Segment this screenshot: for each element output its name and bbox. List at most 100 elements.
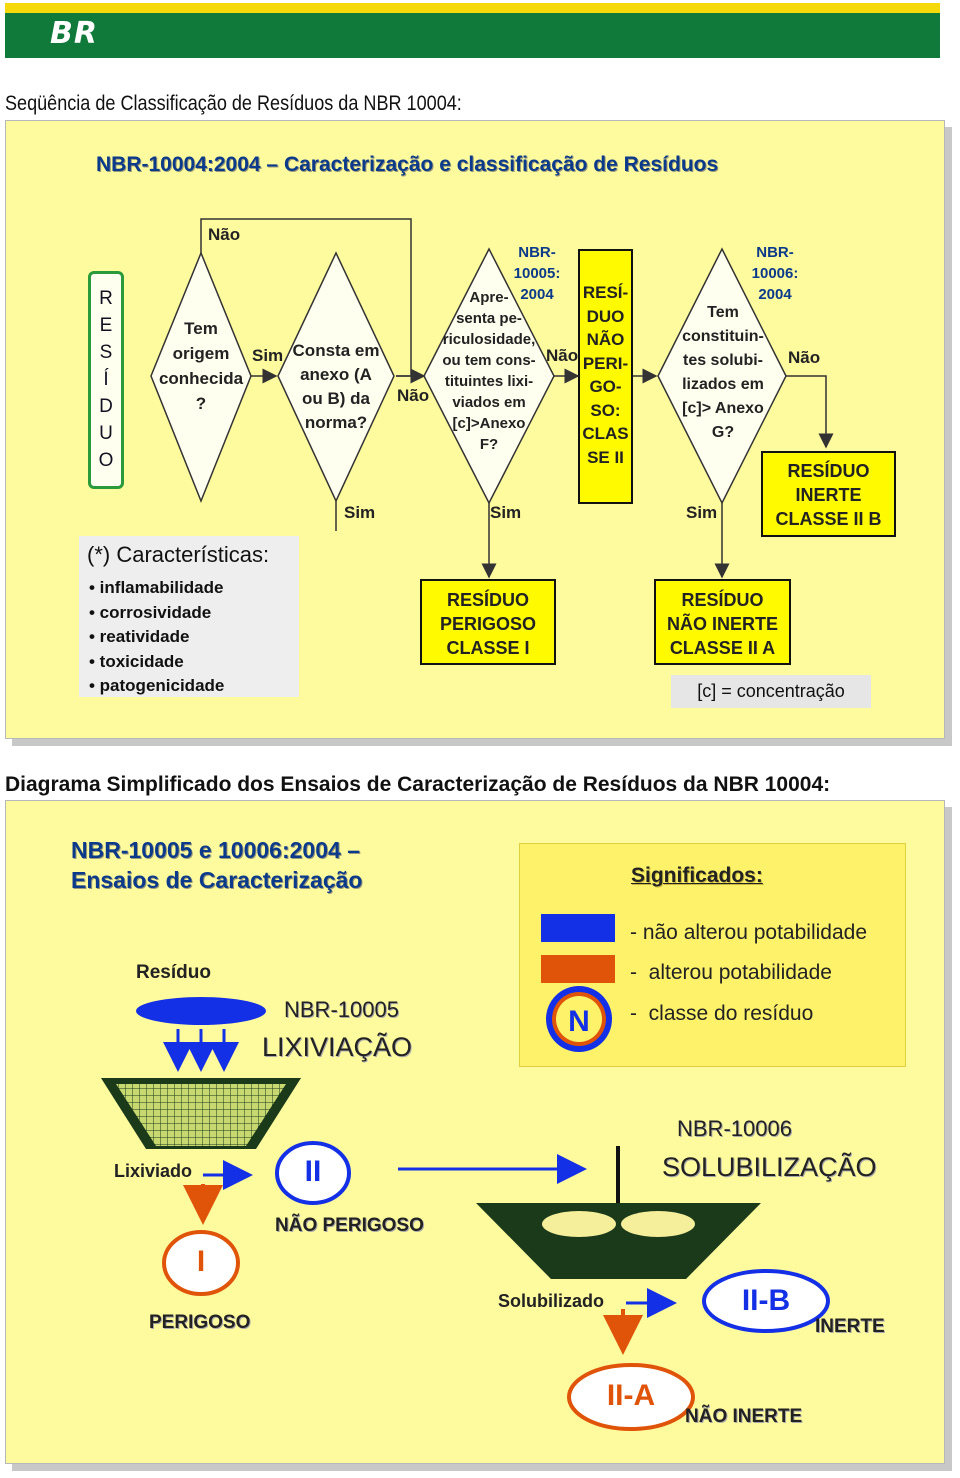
- residuo-letter-line: D: [99, 396, 113, 417]
- legend-title: Significados:: [631, 864, 763, 887]
- diamond-solubilizados-text: Tem constituin-tes solubi-lizados em [c]> …: [668, 301, 778, 445]
- label-nao-solubilizados: Não: [788, 348, 821, 367]
- caracteristica-item: • patogenicidade: [89, 676, 225, 695]
- ensaios-title-line2: Ensaios de Caracterização: [71, 867, 363, 893]
- nao-perigoso-line: CLAS: [582, 424, 629, 443]
- diamond-solubilizados-line: lizados em: [682, 376, 764, 393]
- classe-iib-box: [761, 451, 896, 537]
- diamond-periculosidade-line: riculosidade,: [442, 331, 536, 348]
- class-iib-circle: [702, 1269, 830, 1333]
- diamond-solubilizados-line: constituin-: [682, 328, 764, 345]
- classe-i-line: RESÍDUO: [446, 590, 529, 610]
- classe-iib-text: RESÍDUO INERTE CLASSE II B: [761, 459, 896, 531]
- class-ii-label: II: [304, 1155, 322, 1188]
- classe-iia-line: RESÍDUO: [681, 590, 764, 610]
- classe-iia-box: [654, 579, 791, 665]
- classe-iib-line: INERTE: [795, 485, 862, 505]
- class-iia-circle: [567, 1363, 695, 1431]
- br-logo: BR: [50, 16, 98, 51]
- lixiviacao-label: LIXIVIAÇÃO: [262, 1032, 413, 1062]
- classe-i-line: PERIGOSO: [439, 614, 537, 634]
- perigoso-label: PERIGOSO: [149, 1312, 251, 1333]
- diamond-periculosidade-line: senta pe-: [456, 310, 522, 327]
- diamond-origem-line: Tem: [184, 319, 218, 338]
- label-sim-anexo: Sim: [344, 503, 376, 522]
- classe-iib-line: CLASSE II B: [775, 509, 882, 529]
- nao-perigoso-line: GO-: [589, 377, 622, 396]
- ensaios-panel: NBR-10005 e 10006:2004 – Ensaios de Cara…: [5, 800, 945, 1464]
- diamond-anexo-line: anexo (A: [300, 365, 372, 384]
- nbr10006-label: NBR-10006:2004: [744, 242, 806, 305]
- nao-perigoso-line: DUO: [586, 306, 625, 326]
- residuo-box: [88, 271, 124, 489]
- diamond-anexo-line: ou B) da: [302, 389, 370, 408]
- caption-classificacao: Seqüência de Classificação de Resíduos d…: [5, 92, 462, 115]
- nbr10006-line: 2004: [758, 286, 792, 303]
- diamond-anexo-line: Consta em: [292, 341, 380, 360]
- residuo-label: Resíduo: [136, 962, 211, 983]
- caracteristica-item: • reatividade: [89, 627, 190, 646]
- ensaios-title-line1: NBR-10005 e 10006:2004 –: [71, 837, 360, 863]
- class-iib-label: II-B: [741, 1284, 791, 1317]
- nao-perigoso-line: PERI-: [582, 353, 629, 373]
- diamond-origem-line: origem: [172, 344, 230, 363]
- nbr10006-line: 10006:: [751, 265, 799, 282]
- nbr10005-line: 2004: [520, 286, 554, 303]
- diamond-anexo-text: Consta em anexo (A ou B) da norma?: [278, 339, 394, 435]
- nbr10005-line: NBR-: [518, 244, 556, 261]
- diamond-solubilizados-line: [c]> Anexo: [682, 400, 764, 417]
- diamond-periculosidade-line: F?: [479, 436, 499, 453]
- nao-perigoso-label: NÃO PERIGOSO: [275, 1215, 424, 1236]
- diamond-periculosidade-line: viados em: [452, 394, 526, 411]
- legend-swatch-orange: [541, 955, 615, 983]
- label-sim-solubilizados: Sim: [686, 503, 718, 522]
- classe-i-text: RESÍDUO PERIGOSO CLASSE I: [420, 588, 556, 660]
- ensaios-graphics: N: [101, 986, 830, 1431]
- legend-text-orange: - alterou potabilidade: [630, 961, 832, 984]
- class-iia-label: II-A: [606, 1379, 656, 1412]
- nao-perigoso-line: SO:: [590, 400, 621, 420]
- label-nao-anexo: Não: [397, 386, 430, 405]
- nao-inerte-label: NÃO INERTE: [685, 1406, 803, 1427]
- caracteristicas-list: • inflamabilidade• corrosividade• reativ…: [89, 576, 224, 699]
- caracteristica-item: • corrosividade: [89, 602, 212, 622]
- nao-perigoso-box: [578, 249, 633, 504]
- legend-text-blue: - não alterou potabilidade: [630, 921, 868, 944]
- nbr10005-line: 10005:: [513, 265, 561, 282]
- header-yellow-bar: [5, 3, 940, 13]
- diamond-anexo-line: norma?: [304, 413, 368, 432]
- nao-perigoso-line: SE II: [587, 447, 624, 467]
- classe-iib-line: RESÍDUO: [787, 461, 870, 481]
- flowchart-connectors: [150, 218, 834, 579]
- nbr10005-label-2: NBR-10005: [284, 997, 399, 1022]
- diamond-solubilizados-line: Tem: [707, 304, 739, 321]
- legend-swatch-blue: [541, 914, 615, 942]
- residuo-letter-line: Í: [103, 369, 109, 390]
- header-green-bar: [5, 13, 940, 58]
- diamond-periculosidade-line: [c]>Anexo: [452, 415, 526, 432]
- nao-perigoso-line: NÃO: [586, 330, 625, 349]
- inerte-label: INERTE: [815, 1316, 885, 1337]
- solubilizado-label: Solubilizado: [498, 1291, 604, 1311]
- classe-i-line: CLASSE I: [446, 638, 530, 658]
- classe-i-box: [420, 579, 556, 665]
- classe-iia-line: CLASSE II A: [669, 638, 776, 658]
- label-nao-periculosidade: Não: [546, 346, 579, 365]
- caracteristica-item: • toxicidade: [89, 651, 184, 671]
- label-sim-periculosidade: Sim: [490, 503, 522, 522]
- residuo-letter-line: E: [99, 315, 113, 336]
- residuo-letter-line: O: [98, 450, 114, 471]
- class-ii-circle: [275, 1141, 351, 1205]
- residuo-letter-line: R: [99, 288, 113, 309]
- diamond-periculosidade-line: ou tem cons-: [442, 352, 536, 369]
- nao-perigoso-line: RESÍ-: [582, 283, 629, 302]
- label-nao-origem: Não: [208, 225, 241, 244]
- diamond-solubilizados-line: tes solubi-: [682, 352, 763, 369]
- lixiviado-label: Lixiviado: [114, 1161, 193, 1181]
- diamond-periculosidade-line: Apre-: [469, 289, 509, 306]
- nbr10006-label-2: NBR-10006: [677, 1116, 792, 1141]
- diamond-origem-line: ?: [195, 394, 207, 413]
